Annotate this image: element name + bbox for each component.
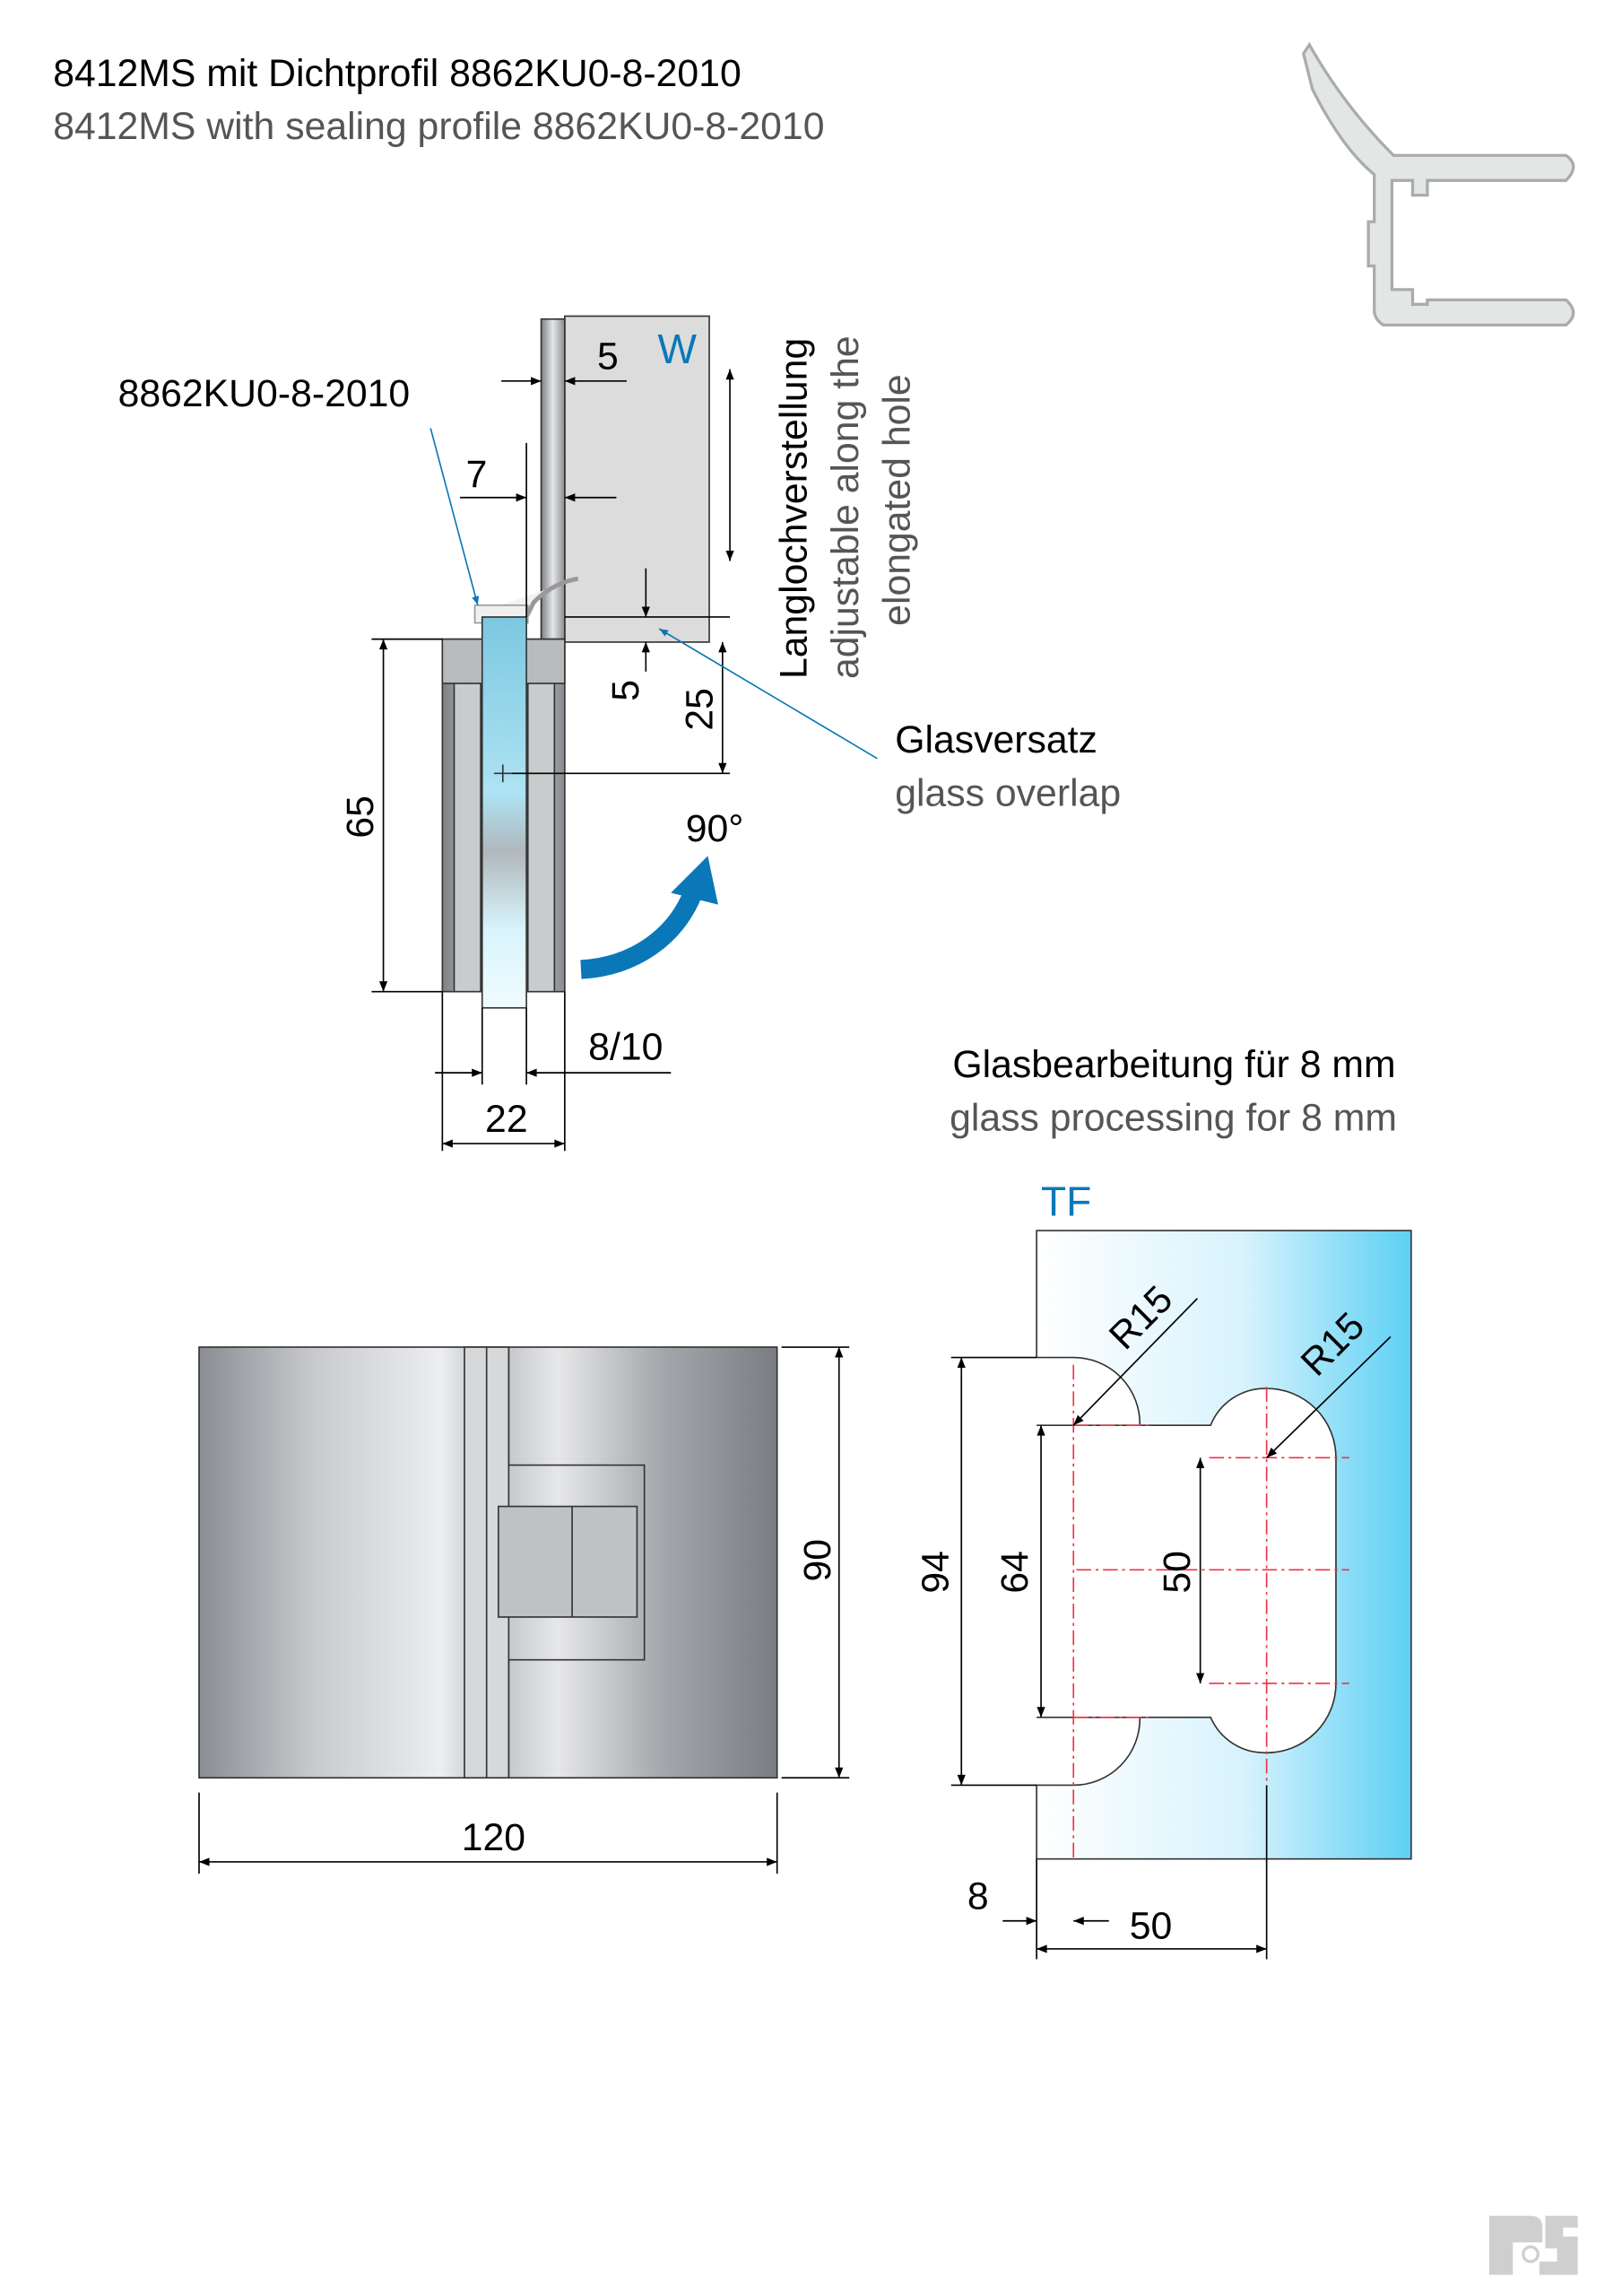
title-en: 8412MS with sealing profile 8862KU0-8-20… [53,105,824,148]
dim-8-10: 8/10 [588,1025,663,1068]
wall-plate [564,315,710,643]
rs-logo [1488,2215,1578,2275]
glass-processing-title-de: Glasbearbeitung für 8 mm [952,1043,1395,1086]
top-view-drawing: W 5 7 5 25 65 8 [118,315,1121,1152]
dim-22: 22 [485,1098,528,1141]
dim-5-top: 5 [597,335,619,378]
glass-pane [481,616,527,1009]
dim-94: 94 [914,1551,957,1594]
adjust-label-en-1: adjustable along the [824,335,867,679]
dim-64: 64 [993,1551,1037,1594]
profile-label: 8862KU0-8-2010 [118,372,411,415]
front-view-drawing: 90 120 [198,1346,850,1874]
overlap-label-de: Glasversatz [895,718,1097,761]
dim-50-horizontal: 50 [1130,1904,1173,1947]
overlap-label-en: glass overlap [895,771,1121,814]
sealing-profile-icon [1302,41,1575,326]
glass-type-label: TF [1041,1178,1091,1225]
dim-7: 7 [466,453,488,496]
glass-processing-title-en: glass processing for 8 mm [950,1096,1397,1139]
rotation-arrow-icon [580,856,718,979]
dim-50-vertical: 50 [1156,1551,1199,1594]
dim-65: 65 [339,796,382,839]
dim-height-90: 90 [796,1539,839,1582]
angle-label: 90° [686,807,744,850]
title-de: 8412MS mit Dichtprofil 8862KU0-8-2010 [53,52,742,95]
glass-processing-drawing: Glasbearbeitung für 8 mm glass processin… [914,1043,1412,1960]
adjust-label-de: Langlochverstellung [773,338,816,679]
wall-label: W [657,326,697,372]
dim-25: 25 [678,688,721,731]
dim-width-120: 120 [462,1816,525,1859]
dim-8: 8 [967,1875,989,1918]
dim-5-low: 5 [604,680,647,701]
adjust-label-en-2: elongated hole [876,374,919,626]
